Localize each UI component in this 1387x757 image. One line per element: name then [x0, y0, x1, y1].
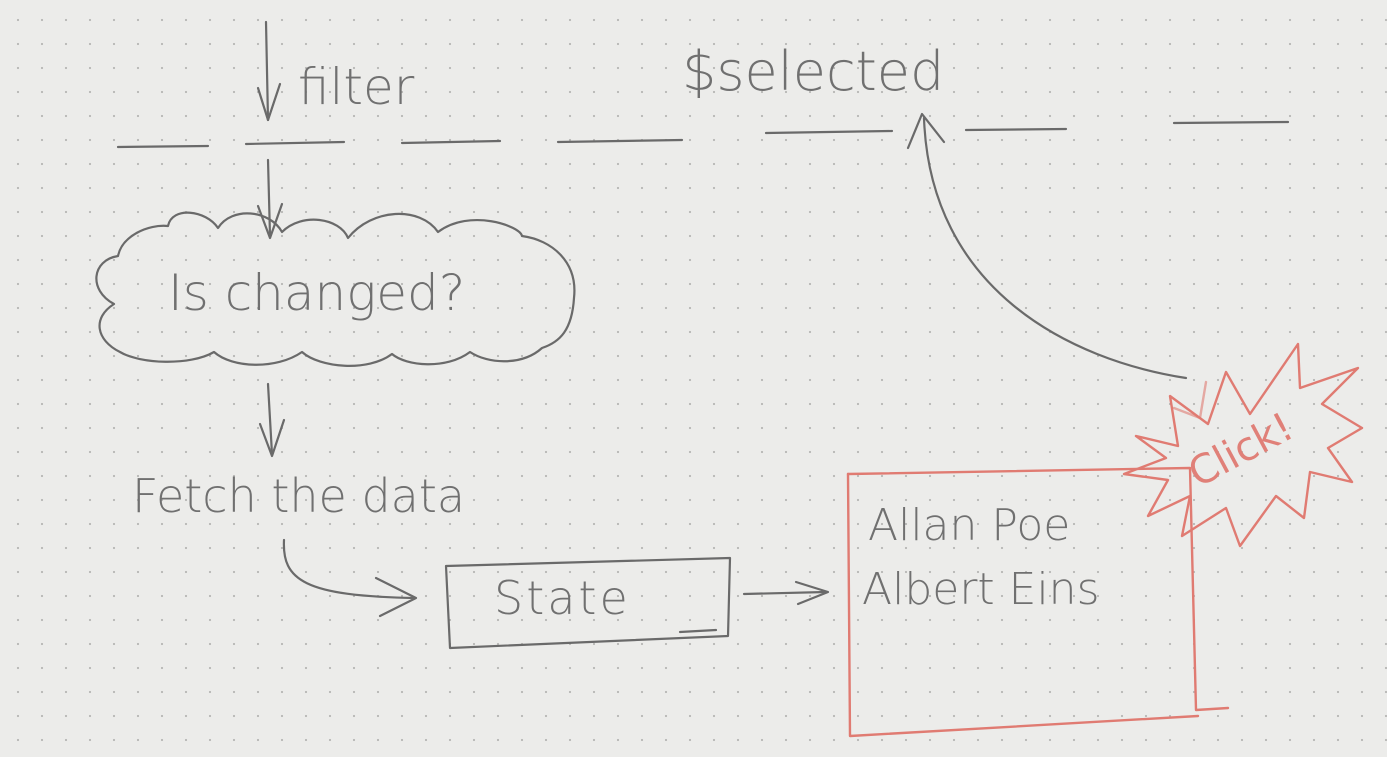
stream-timeline	[116, 120, 1290, 149]
decision-cloud	[95, 211, 576, 367]
arrow-to-fetch	[258, 382, 286, 458]
click-burst	[1122, 342, 1364, 548]
decision-label: Is changed?	[168, 264, 465, 322]
user-list-box[interactable]	[846, 466, 1230, 738]
filter-label: filter	[298, 58, 415, 116]
selected-label: $selected	[682, 40, 944, 103]
state-label: State	[494, 571, 631, 625]
fetch-label: Fetch the data	[132, 469, 465, 523]
list-item-1[interactable]: Allan Poe	[868, 500, 1070, 551]
filter-arrow	[256, 20, 282, 122]
arrow-to-state	[282, 538, 418, 618]
state-box	[444, 556, 732, 650]
list-item-2[interactable]: Albert Eins	[862, 564, 1100, 615]
arrow-to-selected	[906, 112, 1188, 380]
arrow-to-list	[742, 580, 830, 606]
